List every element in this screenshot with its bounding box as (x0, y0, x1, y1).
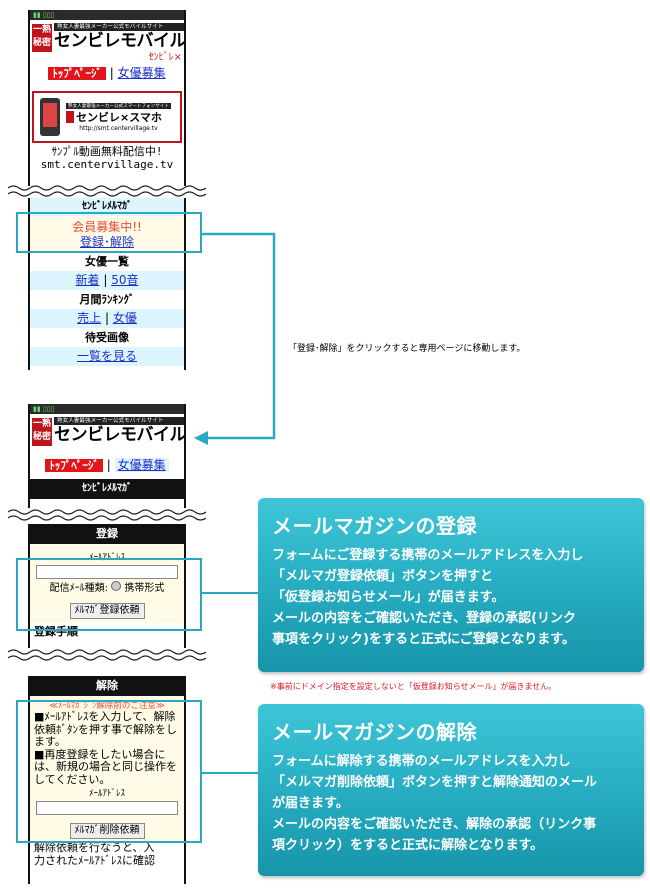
register-header: 登録 (30, 524, 184, 544)
smartphone-icon (40, 98, 60, 136)
register-card-title: メールマガジンの登録 (272, 514, 477, 538)
phone-screen-top: ▮▮ ▯▯▯ 一熟秘密 熟女人妻最強メーカー公式モバイルサイト センビレモバイル… (28, 10, 186, 186)
cancel-card-line: 「メルマガ削除依頼」ボタンを押すと解除通知のメール (272, 775, 598, 790)
cancel-request-button[interactable]: ﾒﾙﾏｶﾞ削除依頼 (69, 823, 145, 839)
cancel-after-text-2: 力されたﾒｰﾙｱﾄﾞﾚｽに確認 (34, 854, 155, 867)
register-card-line: メールの内容をご確認いただき、登録の承認(リンク (272, 611, 577, 626)
logo-mark-icon: 一熟秘密 (32, 23, 52, 52)
register-cancel-highlight (16, 212, 202, 253)
cancel-card-title: メールマガジンの解除 (272, 720, 477, 744)
site-url-text: smt.centervillage.tv (40, 158, 174, 171)
top-nav: ﾄｯﾌﾟﾍﾟｰｼﾞ | 女優募集 (30, 456, 184, 475)
top-nav: ﾄｯﾌﾟﾍﾟｰｼﾞ | 女優募集 (30, 64, 184, 83)
cancel-mail-label: ﾒｰﾙｱﾄﾞﾚｽ (88, 789, 125, 799)
register-info-card: メールマガジンの登録 フォームにご登録する携帯のメールアドレスを入力し 「メルマ… (258, 498, 644, 672)
nav-separator: | (103, 273, 108, 287)
top-page-button[interactable]: ﾄｯﾌﾟﾍﾟｰｼﾞ (48, 67, 106, 80)
status-bar: ▮▮ ▯▯▯ (30, 10, 184, 20)
member-recruit-text: 会員募集中!! (72, 220, 142, 234)
domain-setting-note: ※事前にドメイン指定を設定しないと「仮登録お知らせメール」が届きません。 (270, 682, 557, 691)
connector-line (202, 772, 260, 774)
smartphone-banner[interactable]: 熟女人妻最強メーカー公式スマートフォンサイト センビレ×スマホ http://s… (32, 91, 182, 143)
phone-screen-mailmag-top: ▮▮ ▯▯▯ 一熟秘密 熟女人妻最強メーカー公式モバイルサイト センビレモバイル… (28, 404, 186, 508)
cancel-after-text-1: 解除依頼を行なうと、入 (34, 841, 155, 854)
marquee-text: ｾﾝﾋﾞﾚ× (148, 52, 182, 63)
cancel-email-input[interactable] (36, 801, 178, 815)
logo-subtitle: 熟女人妻最強メーカー公式モバイルサイト (54, 417, 184, 425)
cancel-notice-1: ■ﾒｰﾙｱﾄﾞﾚｽを入力して、解除依頼ﾎﾞﾀﾝを押す事で解除をします。 (34, 710, 177, 748)
register-cancel-link[interactable]: 登録･解除 (79, 235, 134, 249)
logo-title: センビレモバイル (54, 425, 186, 445)
cancel-notice-2: ■再度登録をしたい場合には、新規の場合と同じ操作をしてください。 (34, 747, 177, 786)
top-page-button[interactable]: ﾄｯﾌﾟﾍﾟｰｼﾞ (45, 459, 103, 472)
instruction-caption: 「登録･解除」をクリックすると専用ページに移動します。 (288, 344, 526, 354)
logo-mark-icon: 一熟秘密 (32, 417, 52, 446)
page-break-divider (8, 509, 206, 521)
sales-ranking-link[interactable]: 売上 (77, 311, 102, 325)
actress-list-heading: 女優一覧 (30, 252, 184, 271)
phone-screen-menu: ｾﾝﾋﾞﾚﾒﾙﾏｶﾞ 会員募集中!! 登録･解除 女優一覧 新着 | 50音 月… (28, 198, 186, 370)
connector-line (202, 592, 260, 594)
nav-separator: | (109, 66, 114, 80)
register-card-line: 「メルマガ登録依頼」ボタンを押すと (272, 569, 494, 584)
cancel-card-line: メールの内容をご確認いただき、解除の承認（リンク事 (272, 817, 597, 832)
cancel-info-card: メールマガジンの解除 フォームに解除する携帯のメールアドレスを入力し 「メルマガ… (258, 704, 644, 876)
register-card-line: フォームにご登録する携帯のメールアドレスを入力し (272, 548, 584, 563)
mailmag-label: ｾﾝﾋﾞﾚﾒﾙﾏｶﾞ (30, 198, 184, 216)
nav-separator: | (106, 458, 111, 472)
cancel-header: 解除 (30, 676, 184, 696)
register-card-line: 事項をクリック)をすると正式にご登録となります。 (272, 632, 575, 647)
phone-screen-cancel: 解除 ≪ﾒｰﾙﾏｶﾞｼﾞﾝ解除前のご注意≫ ■ﾒｰﾙｱﾄﾞﾚｽを入力して、解除依… (28, 676, 186, 884)
cancel-card-line: が届きます。 (272, 796, 349, 811)
site-logo[interactable]: 一熟秘密 熟女人妻最強メーカー公式モバイルサイト センビレモバイル (30, 414, 184, 446)
banner-logo-icon (66, 110, 74, 123)
mail-type-value: 携帯形式 (124, 583, 165, 594)
page-break-divider (8, 649, 206, 661)
nav-separator: | (104, 311, 110, 325)
cancel-card-line: フォームに解除する携帯のメールアドレスを入力し (272, 754, 571, 769)
view-list-link[interactable]: 一覧を見る (76, 349, 137, 363)
cancel-notice-title: ≪ﾒｰﾙﾏｶﾞｼﾞﾝ解除前のご注意≫ (49, 701, 165, 711)
register-card-line: 「仮登録お知らせメール」が届きます。 (272, 590, 505, 605)
banner-url: http://smt.centervillage.tv (79, 124, 158, 132)
banner-subtitle: 熟女人妻最強メーカー公式スマートフォンサイト (66, 102, 171, 109)
logo-title: センビレモバイル (54, 31, 186, 51)
new-arrivals-link[interactable]: 新着 (75, 273, 100, 287)
page-break-divider (8, 185, 206, 197)
mail-type-label: 配信ﾒｰﾙ種類: (49, 583, 108, 594)
cancel-form-highlight (16, 700, 202, 843)
actress-recruit-link[interactable]: 女優募集 (117, 66, 166, 80)
phone-screen-register: 登録 ﾒｰﾙｱﾄﾞﾚｽ 配信ﾒｰﾙ種類: 携帯形式 ﾒﾙﾏｶﾞ登録依頼 登録手順 (28, 524, 186, 648)
cancel-card-line: 項クリック）をすると正式に解除となります。 (272, 838, 544, 853)
mailmag-header: ｾﾝﾋﾞﾚﾒﾙﾏｶﾞ (30, 479, 184, 499)
status-bar: ▮▮ ▯▯▯ (30, 404, 184, 414)
register-email-input[interactable] (36, 565, 178, 579)
banner-title: センビレ×スマホ (76, 110, 162, 124)
logo-subtitle: 熟女人妻最強メーカー公式モバイルサイト (54, 23, 184, 31)
monthly-ranking-heading: 月間ﾗﾝｷﾝｸﾞ (30, 290, 184, 309)
register-request-button[interactable]: ﾒﾙﾏｶﾞ登録依頼 (69, 603, 145, 619)
actress-ranking-link[interactable]: 女優 (112, 311, 137, 325)
mail-type-radio[interactable] (111, 581, 122, 591)
sample-video-text: ｻﾝﾌﾟﾙ動画無料配信中! (51, 145, 163, 158)
wallpaper-heading: 待受画像 (30, 328, 184, 347)
register-steps-link[interactable]: 登録手順 (34, 625, 78, 638)
register-form-highlight (16, 558, 202, 631)
fifty-sound-link[interactable]: 50音 (111, 273, 139, 287)
site-logo[interactable]: 一熟秘密 熟女人妻最強メーカー公式モバイルサイト センビレモバイル (30, 20, 184, 52)
actress-recruit-link[interactable]: 女優募集 (114, 458, 169, 472)
